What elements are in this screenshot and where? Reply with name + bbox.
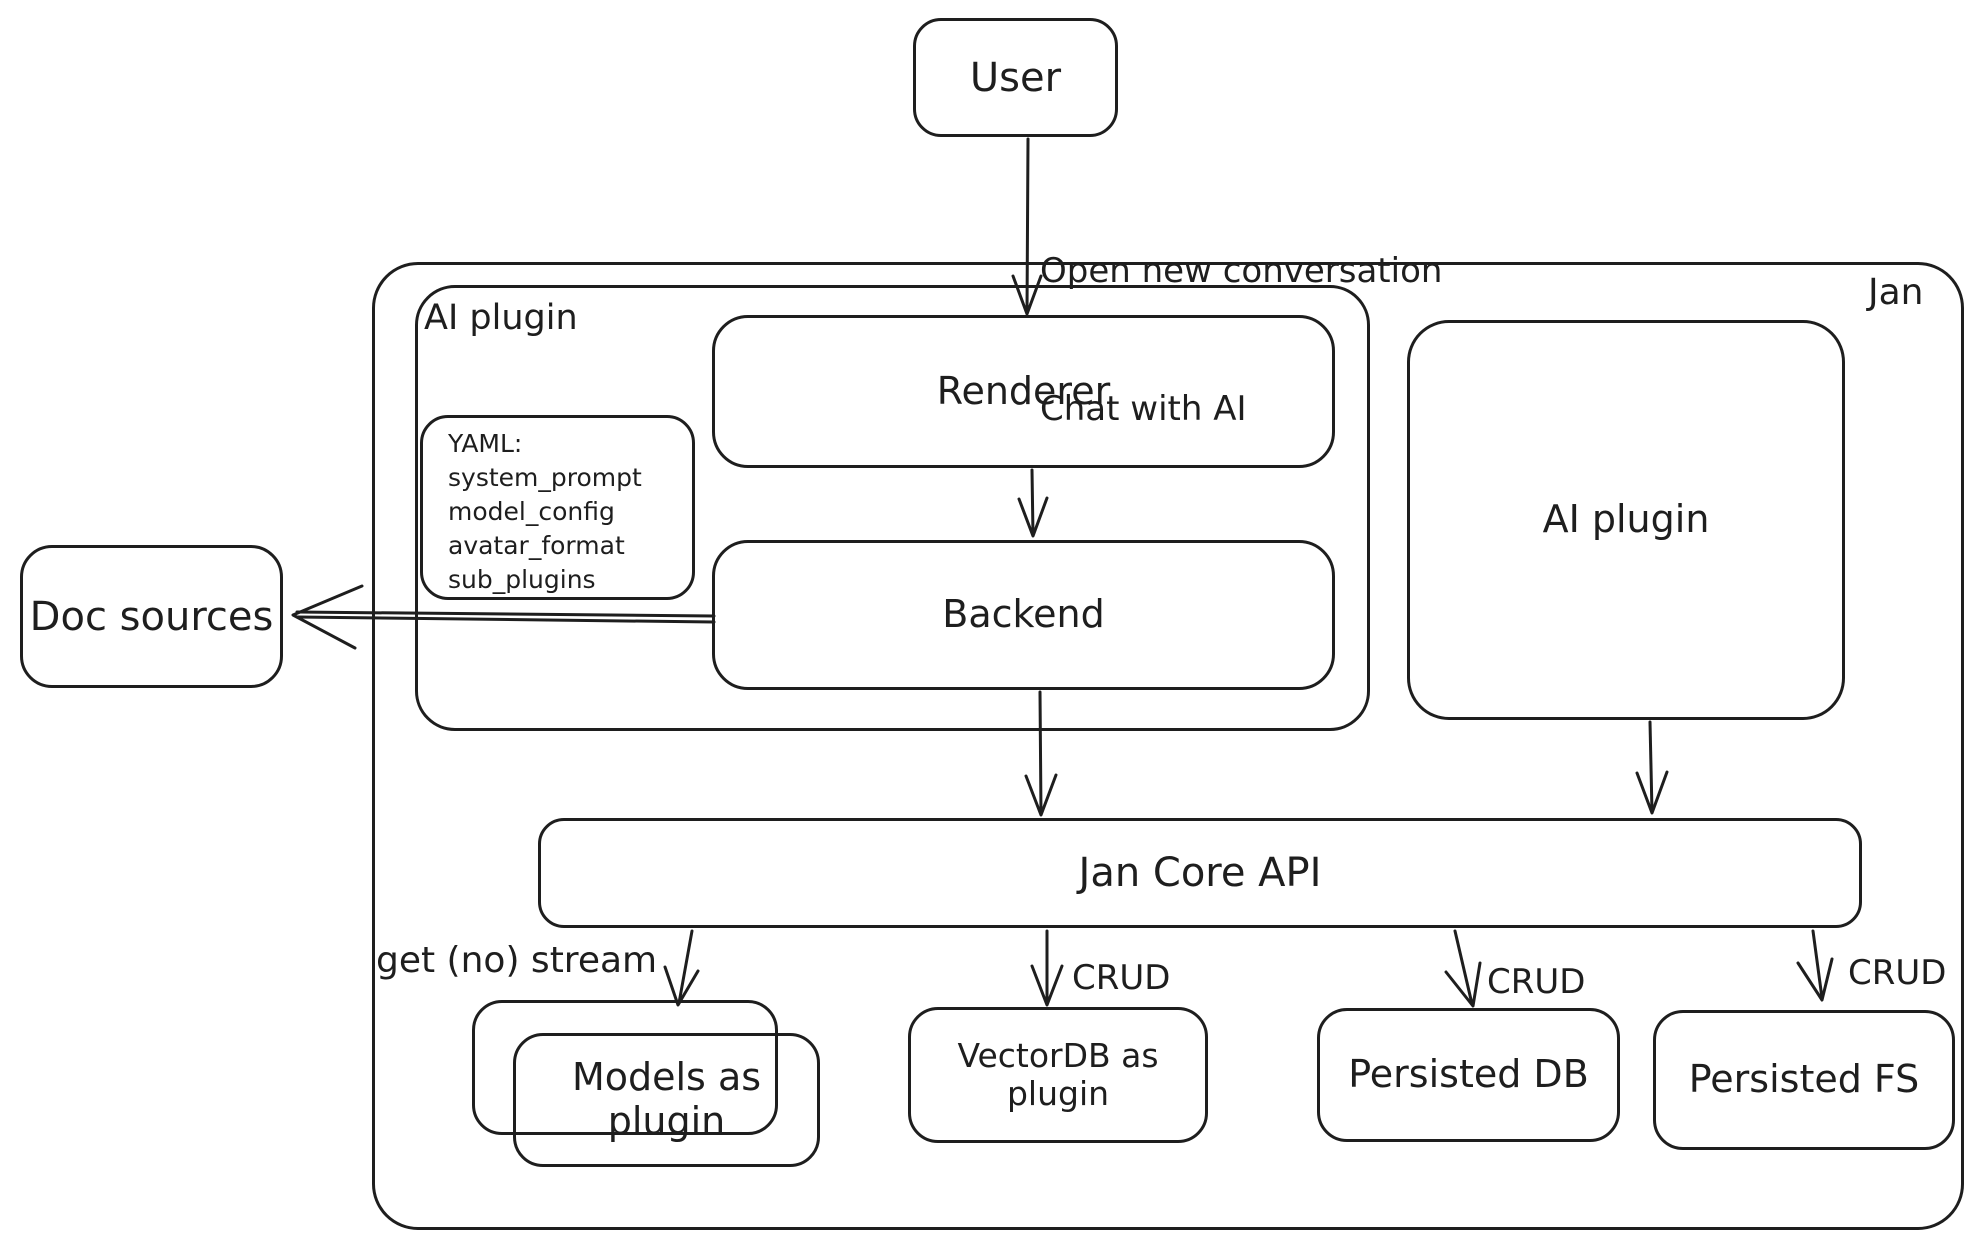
jan-container-label: Jan — [1868, 272, 1924, 313]
edge-label-user-to-renderer: Open new conversation Chat with AI — [1040, 156, 1442, 524]
models-as-plugin-node: Models as plugin — [513, 1033, 820, 1167]
jan-core-api-node: Jan Core API — [538, 818, 1862, 928]
edge-label-line-1: Open new conversation — [1040, 251, 1443, 291]
yaml-note: YAML: system_prompt model_config avatar_… — [420, 415, 695, 600]
yaml-note-line-1: YAML: — [448, 429, 523, 458]
jan-container — [372, 262, 1964, 1230]
yaml-note-line-4: avatar_format — [448, 531, 625, 560]
edge-label-line-2: Chat with AI — [1040, 389, 1247, 429]
models-as-plugin-node-label: Models as plugin — [571, 1055, 762, 1143]
backend-node-label: Backend — [942, 592, 1105, 637]
ai-plugin-right-node-label: AI plugin — [1542, 497, 1710, 542]
yaml-note-line-5: sub_plugins — [448, 565, 596, 594]
ai-plugin-left-container — [415, 285, 1370, 731]
yaml-note-line-2: system_prompt — [448, 463, 642, 492]
models-as-plugin-back-box — [472, 1000, 778, 1135]
persisted-fs-node: Persisted FS — [1653, 1010, 1955, 1150]
edge-label-crud-vectordb: CRUD — [1072, 958, 1171, 998]
yaml-note-line-3: model_config — [448, 497, 615, 526]
edge-label-get-no-stream: get (no) stream — [376, 940, 658, 981]
vectordb-as-plugin-node: VectorDB as plugin — [908, 1007, 1208, 1143]
persisted-fs-node-label: Persisted FS — [1688, 1057, 1920, 1102]
renderer-node-label: Renderer — [936, 368, 1111, 413]
backend-node: Backend — [712, 540, 1335, 690]
edge-label-crud-persisted-fs: CRUD — [1848, 953, 1947, 993]
doc-sources-node-label: Doc sources — [29, 593, 274, 640]
ai-plugin-left-label: AI plugin — [424, 298, 578, 338]
edge-label-crud-persisted-db: CRUD — [1487, 962, 1586, 1002]
persisted-db-node: Persisted DB — [1317, 1008, 1620, 1142]
jan-core-api-node-label: Jan Core API — [1078, 850, 1322, 896]
user-node: User — [913, 18, 1118, 137]
renderer-node: Renderer — [712, 315, 1335, 468]
ai-plugin-right-node: AI plugin — [1407, 320, 1845, 720]
user-node-label: User — [969, 54, 1062, 101]
persisted-db-node-label: Persisted DB — [1348, 1052, 1589, 1097]
vectordb-as-plugin-node-label: VectorDB as plugin — [957, 1036, 1159, 1113]
doc-sources-node: Doc sources — [20, 545, 283, 688]
